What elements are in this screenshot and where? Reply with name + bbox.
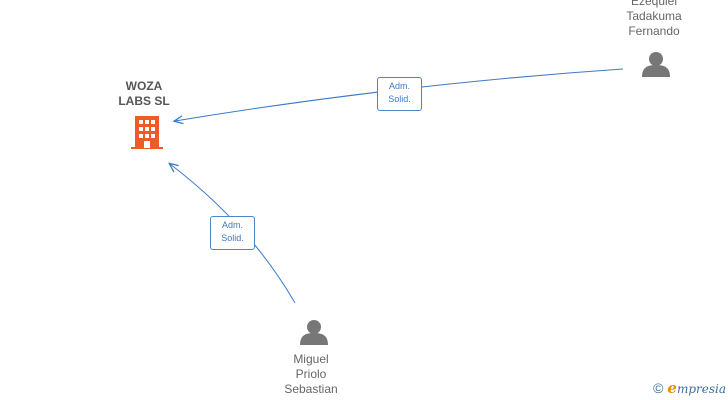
person-name-label[interactable]: Ezequiel Tadakuma Fernando <box>604 0 704 39</box>
person-icon[interactable] <box>642 52 670 77</box>
company-name-line: WOZA <box>125 79 163 93</box>
person-icon[interactable] <box>300 320 328 345</box>
edge-label-line: Adm. <box>221 220 243 230</box>
edge-label-line: Adm. <box>388 81 410 91</box>
person-name-line: Fernando <box>628 24 680 38</box>
company-name-line: LABS SL <box>118 94 170 108</box>
edge-label-line: Solid. <box>221 233 244 243</box>
brand-initial: e <box>667 379 677 397</box>
person-name-line: Miguel <box>293 352 329 366</box>
company-name-label[interactable]: WOZA LABS SL <box>104 79 184 109</box>
person-name-line: Priolo <box>295 367 327 381</box>
person-name-label[interactable]: Miguel Priolo Sebastian <box>261 352 361 397</box>
person-name-line: Sebastian <box>284 382 338 396</box>
edge-label-line: Solid. <box>388 94 411 104</box>
person-name-line: Ezequiel <box>630 0 678 8</box>
copyright-icon: © <box>653 380 664 396</box>
brand-logo: empresia <box>667 379 726 397</box>
person-name-line: Tadakuma <box>626 9 682 23</box>
edge-label-bottom[interactable]: Adm. Solid. <box>210 216 255 250</box>
edge-label-top[interactable]: Adm. Solid. <box>377 77 422 111</box>
building-icon[interactable] <box>131 116 163 149</box>
brand-name: mpresia <box>676 382 726 396</box>
footer-brand[interactable]: © empresia <box>653 379 726 397</box>
